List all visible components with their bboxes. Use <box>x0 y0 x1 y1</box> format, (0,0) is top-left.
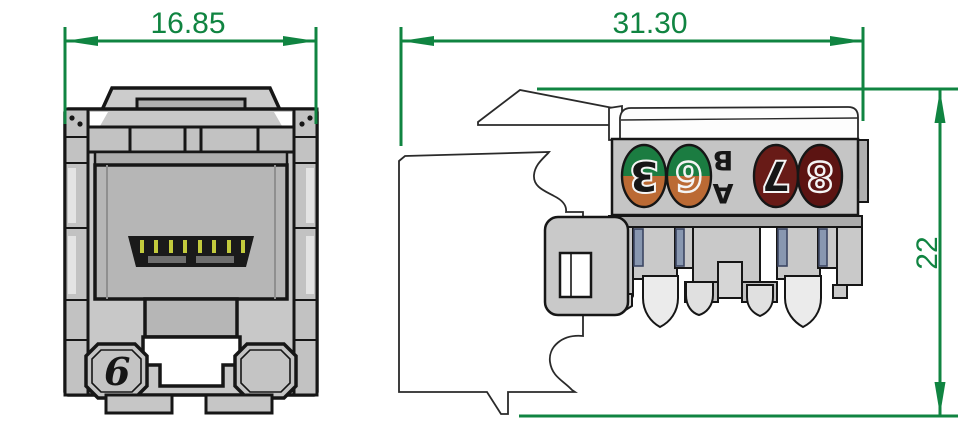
idc-center-notch <box>717 261 743 299</box>
pair-number-6: 6 <box>675 152 703 198</box>
foot-left <box>104 393 174 415</box>
dim-front-width: 16.85 <box>63 7 318 124</box>
octagon-boss-left: 6 <box>84 342 149 400</box>
side-view: 3 6 B A 7 8 <box>398 89 869 415</box>
arrow-right-icon <box>830 36 863 46</box>
pin-contact <box>154 240 158 253</box>
pin-recess <box>128 236 254 267</box>
dim-side-length-label: 31.30 <box>612 7 687 40</box>
dim-side-height: 22 <box>519 87 958 418</box>
wire-contact <box>685 281 714 317</box>
dim-front-width-label: 16.85 <box>150 7 225 40</box>
rear-cap <box>619 106 859 140</box>
pin-contact <box>169 240 173 253</box>
arrow-left-icon <box>65 36 98 46</box>
scheme-letter-b: B <box>713 144 734 175</box>
idc-slot <box>675 228 685 267</box>
pair-number-8: 8 <box>806 152 834 198</box>
pin-contact <box>183 240 187 253</box>
arrow-up-icon <box>934 90 946 123</box>
front-view: 6 <box>63 86 319 415</box>
scheme-letter-a: A <box>712 177 733 208</box>
idc-slots <box>633 228 828 267</box>
pair-number-7: 7 <box>762 152 790 198</box>
pin-contact <box>227 240 231 253</box>
arrow-left-icon <box>401 36 434 46</box>
foot-right <box>204 393 274 415</box>
pair-oval-3: 3 <box>620 143 668 209</box>
wire-contact <box>746 284 774 318</box>
dim-side-height-label: 22 <box>911 236 944 269</box>
pin-contacts <box>140 240 245 253</box>
wing-highlights <box>68 168 314 294</box>
rj45-recess <box>93 163 289 301</box>
wire-contacts <box>642 275 822 329</box>
wire-contact <box>642 275 679 329</box>
pin-contact <box>212 240 216 253</box>
dim-side-length: 31.30 <box>399 7 865 146</box>
idc-slot <box>818 228 828 267</box>
rear-cap-seam <box>620 117 859 121</box>
clip-slot <box>558 251 593 299</box>
pair-oval-8: 8 <box>796 143 844 209</box>
top-rail <box>86 125 296 154</box>
sub-band <box>93 150 289 167</box>
wire-contact <box>784 275 822 329</box>
pin-contact <box>140 240 144 253</box>
arrow-right-icon <box>283 36 316 46</box>
idc-right-block <box>836 226 863 286</box>
pin-contact <box>198 240 202 253</box>
wing-seams <box>65 136 317 341</box>
octagon-boss-right <box>233 342 298 400</box>
idc-slot <box>633 228 644 267</box>
center-tab <box>143 297 239 339</box>
idc-right-foot <box>832 284 848 299</box>
pin-comb <box>148 256 234 263</box>
pin-contact <box>241 240 245 253</box>
category-marking: 6 <box>104 349 130 394</box>
arrow-down-icon <box>934 382 946 415</box>
pair-number-3: 3 <box>630 152 658 198</box>
pair-oval-7: 7 <box>752 143 800 209</box>
top-rail-dividers <box>128 127 260 152</box>
latch-arrow <box>477 89 614 126</box>
pair-oval-6: 6 <box>665 143 713 209</box>
corner-rivets <box>69 115 313 127</box>
idc-base-bar <box>608 215 863 228</box>
idc-slot <box>777 228 788 267</box>
side-front-housing <box>398 151 584 415</box>
idc-center-block <box>692 226 761 283</box>
corner-notches <box>90 112 292 126</box>
scheme-letters: B A <box>712 144 733 208</box>
